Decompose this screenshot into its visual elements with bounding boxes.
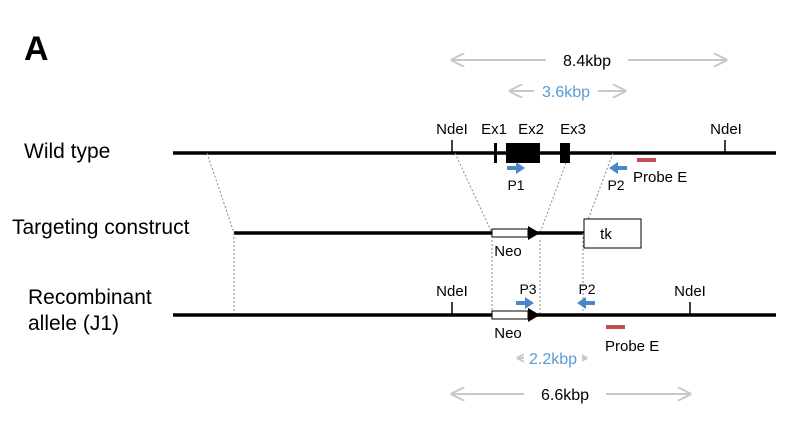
probe-e-bar-recombinant	[606, 325, 625, 329]
p1-primer-arrow-icon	[507, 162, 525, 174]
panel-label: A	[24, 30, 49, 68]
exon1-box	[494, 143, 497, 163]
p2-label-wt: P2	[607, 177, 624, 193]
p2-primer-arrow-icon	[609, 162, 627, 174]
p3-label: P3	[519, 281, 536, 297]
probe-e-bar-wt	[637, 158, 656, 162]
targeting-construct-label: Targeting construct	[12, 216, 190, 239]
wt-ndei-label-right: NdeI	[710, 121, 742, 138]
rec-ndei-label-left: NdeI	[436, 283, 468, 300]
recombinant-label-line1: Recombinant	[28, 286, 152, 309]
exon3-label: Ex3	[560, 121, 586, 138]
probe-e-label-wt: Probe E	[633, 169, 687, 186]
exon3-box	[560, 143, 570, 163]
neo-label-targeting: Neo	[494, 243, 522, 260]
exon2-box	[506, 143, 540, 163]
wt-ndei-label-bg	[546, 48, 628, 72]
recombinant-label-line2: allele (J1)	[28, 312, 119, 335]
wt-pcr-fragment-label: 3.6kbp	[542, 84, 590, 101]
rec-ndei-label-right: NdeI	[674, 283, 706, 300]
p2-label-recombinant: P2	[578, 281, 595, 297]
exon1-label: Ex1	[481, 121, 507, 138]
neo-direction-arrow-icon-recombinant	[528, 308, 540, 322]
p3-primer-arrow-icon	[516, 297, 534, 309]
wt-pcr-label-bg	[534, 80, 598, 102]
probe-e-label-recombinant: Probe E	[605, 338, 659, 355]
homology-guide-lines-upper	[206, 152, 614, 234]
rec-ndei-label-bg	[524, 382, 606, 406]
wt-ndei-fragment-label: 8.4kbp	[563, 53, 611, 70]
neo-cassette-box-targeting	[491, 228, 529, 238]
wt-ndei-label-left: NdeI	[436, 121, 468, 138]
neo-label-recombinant: Neo	[494, 325, 522, 342]
rec-pcr-label-bg	[524, 348, 582, 368]
wild-type-label: Wild type	[24, 140, 110, 163]
neo-direction-arrow-icon	[528, 226, 540, 240]
neo-cassette-box-recombinant	[491, 310, 529, 320]
tk-label: tk	[600, 226, 612, 243]
p1-label: P1	[507, 177, 524, 193]
exon2-label: Ex2	[518, 121, 544, 138]
p2-primer-arrow-icon-recombinant	[577, 297, 595, 309]
rec-pcr-fragment-label: 2.2kbp	[529, 351, 577, 368]
rec-ndei-fragment-label: 6.6kbp	[541, 387, 589, 404]
tk-cassette-box	[583, 218, 642, 249]
